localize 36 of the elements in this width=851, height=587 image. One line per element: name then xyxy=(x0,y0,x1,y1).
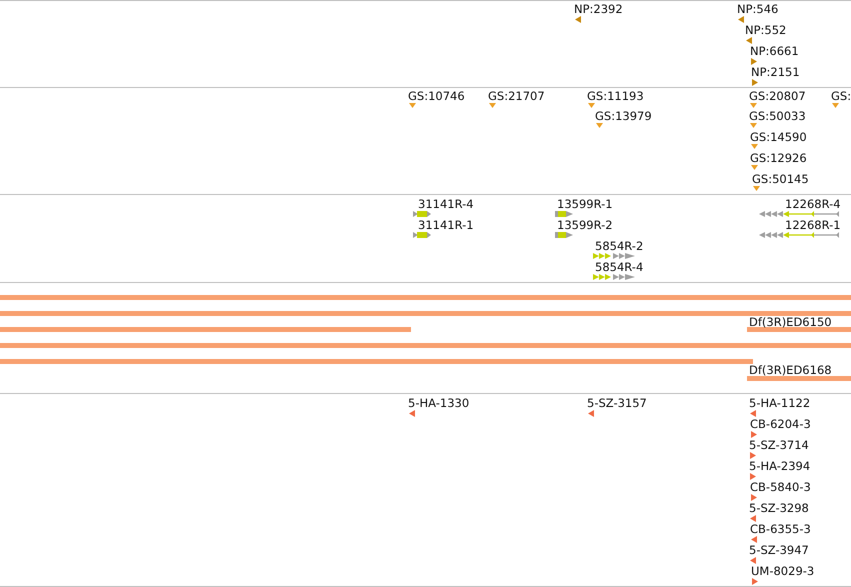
feature-label: NP:2392 xyxy=(574,2,623,16)
feature-label: GS: xyxy=(831,89,851,103)
feature-label: 31141R-1 xyxy=(418,218,474,232)
feature-label: CB-5840-3 xyxy=(750,480,811,494)
feature-label: CB-6355-3 xyxy=(750,522,811,536)
feature-label: 5-HA-1122 xyxy=(749,396,810,410)
feature-label: 13599R-1 xyxy=(557,197,613,211)
feature-label: GS:21707 xyxy=(488,89,545,103)
feature-label: NP:552 xyxy=(745,23,786,37)
feature-label: NP:546 xyxy=(737,2,778,16)
feature-label: 12268R-1 xyxy=(785,218,841,232)
feature-label: GS:50145 xyxy=(752,172,809,186)
feature-label: NP:6661 xyxy=(750,44,799,58)
feature-label: 13599R-2 xyxy=(557,218,613,232)
feature-label: CB-6204-3 xyxy=(750,417,811,431)
feature-label: GS:12926 xyxy=(750,151,807,165)
feature-label: 5-HA-1330 xyxy=(408,396,470,410)
feature-label: GS:20807 xyxy=(749,89,806,103)
feature-label: GS:13979 xyxy=(595,109,652,123)
feature-label: GS:50033 xyxy=(749,109,806,123)
feature-label: GS:10746 xyxy=(408,89,465,103)
feature-label: Df(3R)ED6168 xyxy=(749,363,832,377)
feature-label: 5854R-2 xyxy=(595,239,644,253)
feature-label: 5-SZ-3947 xyxy=(749,543,809,557)
feature-label: 31141R-4 xyxy=(418,197,474,211)
feature-label: GS:14590 xyxy=(750,130,807,144)
feature-label: 5-SZ-3714 xyxy=(749,438,809,452)
feature-label: Df(3R)ED6150 xyxy=(749,315,832,329)
feature-label: 5854R-4 xyxy=(595,260,644,274)
feature-label: 5-SZ-3157 xyxy=(587,396,647,410)
feature-label: 12268R-4 xyxy=(785,197,841,211)
feature-label: GS:11193 xyxy=(587,89,644,103)
feature-label: 5-HA-2394 xyxy=(749,459,810,473)
feature-label: NP:2151 xyxy=(751,65,800,79)
feature-label: 5-SZ-3298 xyxy=(749,501,809,515)
feature-label: UM-8029-3 xyxy=(751,564,814,578)
